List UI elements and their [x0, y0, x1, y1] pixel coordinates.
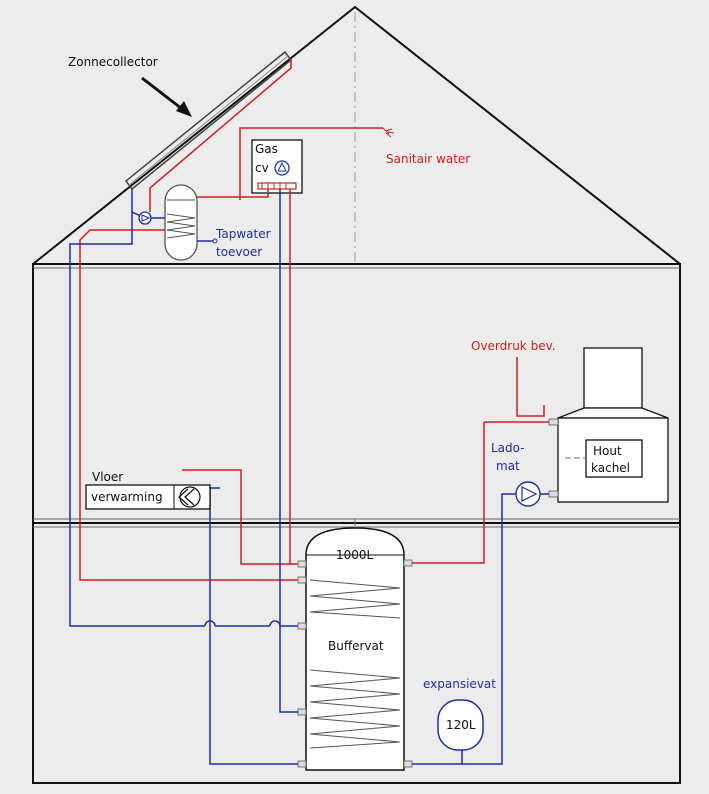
- overdruk-line: [516, 357, 545, 417]
- cv-to-buffer-red: [289, 189, 300, 565]
- label-zonnecollector: Zonnecollector: [68, 55, 158, 69]
- label-mat: mat: [496, 459, 520, 473]
- collector-arrow: [141, 76, 192, 117]
- gas-cv-boiler: [251, 139, 303, 194]
- floor-heating-unit: [85, 484, 211, 510]
- lower-coil: [309, 669, 401, 749]
- hot-return-buffer: [405, 422, 485, 564]
- label-buffervat: Buffervat: [328, 639, 384, 653]
- sanitary-water-pipe: [239, 127, 383, 200]
- house-structure: [32, 5, 681, 784]
- expansion-line: [405, 493, 516, 765]
- buffer-tank: [297, 518, 413, 771]
- boiler-coil-to-buffer: [79, 229, 300, 581]
- red-supply-pipes: [79, 189, 549, 581]
- label-cv: cv: [255, 161, 269, 175]
- label-sanitair-water: Sanitair water: [386, 152, 470, 166]
- cv-hot-tap: [240, 189, 269, 198]
- label-expansievat: expansievat: [423, 677, 496, 691]
- label-kachel: kachel: [591, 461, 630, 475]
- label-volume: 1000L: [336, 548, 374, 562]
- roof-outline: [32, 5, 681, 265]
- label-tapwater-2: toevoer: [216, 245, 262, 259]
- solar-pump: [138, 211, 152, 225]
- crossover-2: [269, 620, 281, 627]
- upper-coil: [309, 579, 401, 619]
- label-overdruk: Overdruk bev.: [471, 339, 556, 353]
- shower-head-icon: [382, 127, 395, 138]
- tapwater-inlet: [212, 238, 218, 244]
- wood-stove: [548, 347, 669, 503]
- floor-heating-supply: [182, 469, 290, 565]
- ladomat-pump: [515, 481, 541, 507]
- solar-return-long: [69, 212, 205, 627]
- solar-boiler: [164, 184, 198, 261]
- label-lado: Lado-: [491, 441, 525, 455]
- expansion-vessel: [437, 699, 484, 751]
- floor-slab-lines: [33, 267, 680, 528]
- label-tapwater-1: Tapwater: [215, 227, 271, 241]
- label-hout: Hout: [593, 444, 622, 458]
- cv-return: [279, 189, 300, 713]
- label-gas: Gas: [255, 142, 278, 156]
- label-exp-volume: 120L: [446, 718, 476, 732]
- label-verwarming: verwarming: [91, 490, 163, 504]
- label-vloer: Vloer: [92, 470, 123, 484]
